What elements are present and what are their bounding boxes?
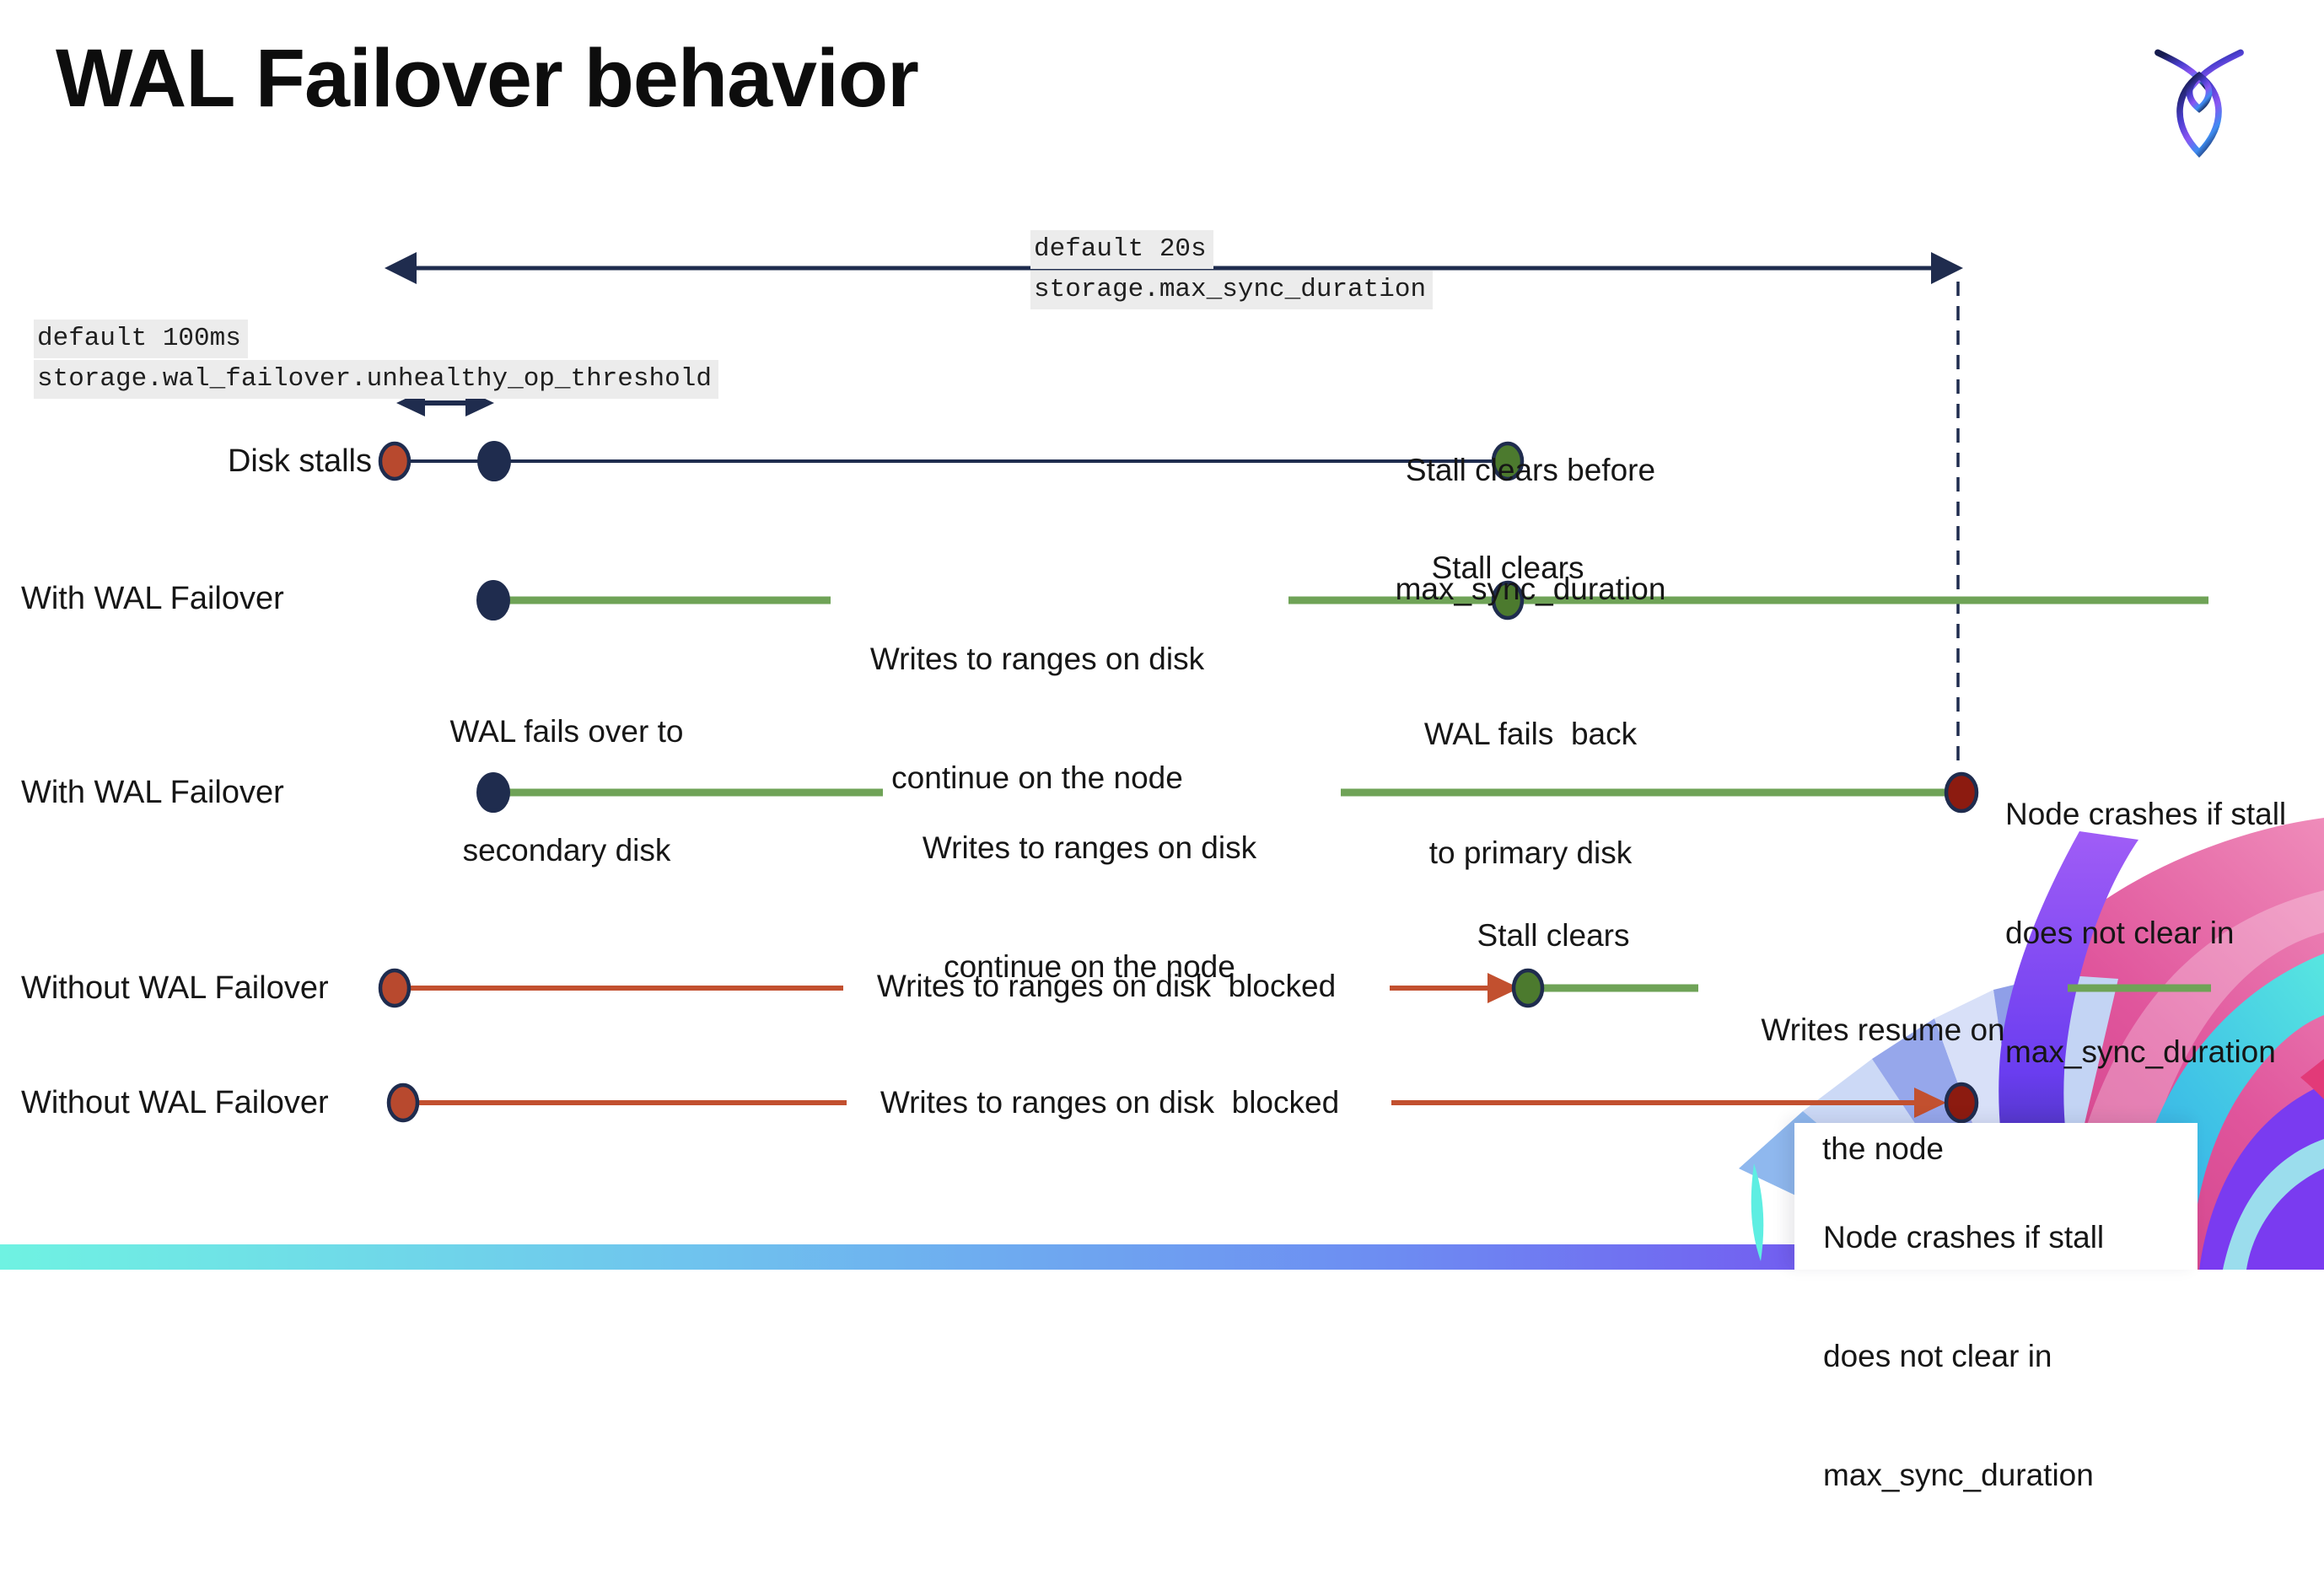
stall-start-dot bbox=[386, 1082, 420, 1123]
art-corner-cyan-arc bbox=[2223, 1139, 2324, 1270]
stall-start-dot bbox=[378, 968, 412, 1008]
failover-dot bbox=[476, 772, 510, 813]
timeline-row-without-failover-crash bbox=[386, 1082, 1979, 1124]
timeline-diagram bbox=[378, 252, 2211, 1124]
stall-start-dot bbox=[378, 441, 412, 481]
cockroachdb-logo-icon bbox=[2155, 49, 2244, 158]
stall-clear-dot bbox=[1491, 441, 1525, 481]
stall-clear-dot bbox=[1491, 580, 1525, 620]
node-crashes-label: Node crashes if stall does not clear in … bbox=[1823, 1220, 2105, 1492]
slide-canvas: { "slide": { "title": "WAL Failover beha… bbox=[0, 32, 2324, 1492]
art-magenta-sliver bbox=[2300, 1059, 2324, 1099]
crash-dot bbox=[1944, 771, 1979, 814]
max-sync-duration-arrow bbox=[385, 252, 1963, 284]
timeline-row-without-failover-clears bbox=[378, 968, 2211, 1008]
threshold-dot bbox=[477, 441, 511, 481]
arrowhead-right-icon bbox=[465, 389, 494, 416]
crash-dot bbox=[1944, 1082, 1979, 1124]
timeline-row-disk-stalls bbox=[378, 441, 1525, 481]
red-arrowhead-icon bbox=[1914, 1088, 1946, 1118]
node-crashes-callout-box: Node crashes if stall does not clear in … bbox=[1794, 1123, 2198, 1492]
art-cyan-petal bbox=[1751, 1163, 1764, 1261]
timeline-row-with-failover-clears bbox=[476, 580, 2208, 620]
arrowhead-left-icon bbox=[385, 252, 417, 284]
art-corner-purple bbox=[2199, 1084, 2324, 1270]
timeline-row-with-failover-crash bbox=[476, 771, 1979, 814]
red-arrowhead-icon bbox=[1487, 973, 1520, 1003]
unhealthy-op-threshold-arrow bbox=[396, 389, 494, 416]
failover-dot bbox=[476, 580, 510, 620]
arrowhead-right-icon bbox=[1931, 252, 1963, 284]
arrowhead-left-icon bbox=[396, 389, 425, 416]
stall-clear-dot bbox=[1511, 968, 1545, 1008]
